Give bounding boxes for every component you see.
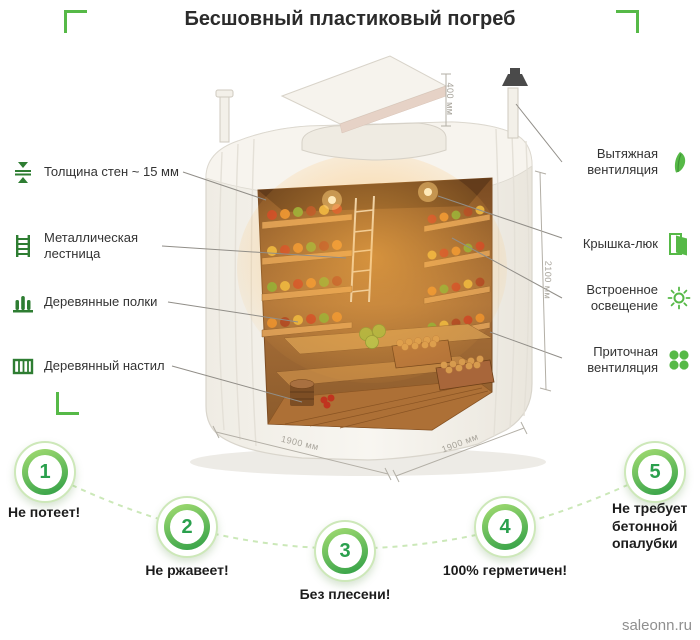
dimension-body-height: 2100 мм bbox=[542, 260, 554, 300]
benefit-ring: 4 bbox=[482, 504, 528, 550]
benefit-circle-3: 3 bbox=[314, 520, 376, 582]
benefit-ring: 5 bbox=[632, 449, 678, 495]
exhaust-vent-icon bbox=[666, 149, 692, 175]
benefit-ring: 2 bbox=[164, 504, 210, 550]
hatch-door-icon bbox=[666, 231, 692, 257]
frame-corner-top-right bbox=[616, 10, 639, 33]
benefit-circle-1: 1 bbox=[14, 441, 76, 503]
built-in-light-icon bbox=[666, 285, 692, 311]
benefit-number: 2 bbox=[170, 510, 204, 544]
feature-label: Деревянный настил bbox=[44, 357, 165, 373]
supply-vent-fan-icon bbox=[666, 347, 692, 373]
benefit-ring: 1 bbox=[22, 449, 68, 495]
benefit-label-4: 100% герметичен! bbox=[442, 562, 568, 578]
frame-corner-bottom-left bbox=[56, 392, 79, 415]
watermark: saleonn.ru bbox=[621, 617, 692, 634]
benefit-number: 5 bbox=[638, 455, 672, 489]
feature-label: Деревянные полки bbox=[44, 293, 158, 309]
page-title: Бесшовный пластиковый погреб bbox=[184, 8, 516, 30]
benefit-label-1: Не потеет! bbox=[8, 504, 81, 520]
feature-label: Крышка-люк bbox=[582, 235, 658, 251]
frame-corner-top-left bbox=[64, 10, 87, 33]
wooden-floor-icon bbox=[10, 353, 36, 379]
wall-thickness-icon bbox=[10, 159, 36, 185]
benefit-ring: 3 bbox=[322, 528, 368, 574]
benefit-number: 1 bbox=[28, 455, 62, 489]
feature-exhaust-vent: Вытяжная вентиляция bbox=[562, 146, 692, 179]
feature-label: Приточная вентиляция bbox=[587, 344, 658, 376]
benefit-circle-2: 2 bbox=[156, 496, 218, 558]
benefit-label-3: Без плесени! bbox=[299, 586, 391, 602]
feature-label: Встроенное освещение bbox=[586, 282, 658, 314]
feature-wooden-shelves: Деревянные полки bbox=[10, 289, 157, 315]
leader-lines bbox=[161, 103, 563, 403]
dimension-lines bbox=[212, 73, 552, 483]
feature-metal-ladder: Металлическая лестница bbox=[10, 230, 164, 263]
feature-wall-thickness: Толщина стен ~ 15 мм bbox=[10, 159, 179, 185]
feature-supply-vent: Приточная вентиляция bbox=[562, 344, 692, 377]
hatch-lid bbox=[280, 55, 448, 134]
benefit-label-5: Не требует бетонной опалубки bbox=[612, 500, 688, 551]
wooden-shelves-icon bbox=[10, 289, 36, 315]
benefit-number: 4 bbox=[488, 510, 522, 544]
hatch-collar bbox=[301, 122, 447, 161]
dimension-lid-height: 400 мм bbox=[445, 82, 455, 116]
feature-wooden-floor: Деревянный настил bbox=[10, 353, 165, 379]
supply-vent-pipe bbox=[215, 89, 234, 143]
feature-hatch-lid: Крышка-люк bbox=[562, 231, 692, 257]
benefit-circle-4: 4 bbox=[474, 496, 536, 558]
ladder-icon bbox=[10, 233, 36, 259]
feature-label: Вытяжная вентиляция bbox=[587, 146, 658, 178]
feature-label: Толщина стен ~ 15 мм bbox=[44, 163, 179, 179]
exhaust-vent-pipe bbox=[502, 68, 528, 139]
feature-built-in-light: Встроенное освещение bbox=[562, 282, 692, 315]
feature-label: Металлическая лестница bbox=[44, 230, 138, 262]
benefit-number: 3 bbox=[328, 534, 362, 568]
benefit-circle-5: 5 bbox=[624, 441, 686, 503]
benefit-label-2: Не ржавеет! bbox=[145, 562, 229, 578]
